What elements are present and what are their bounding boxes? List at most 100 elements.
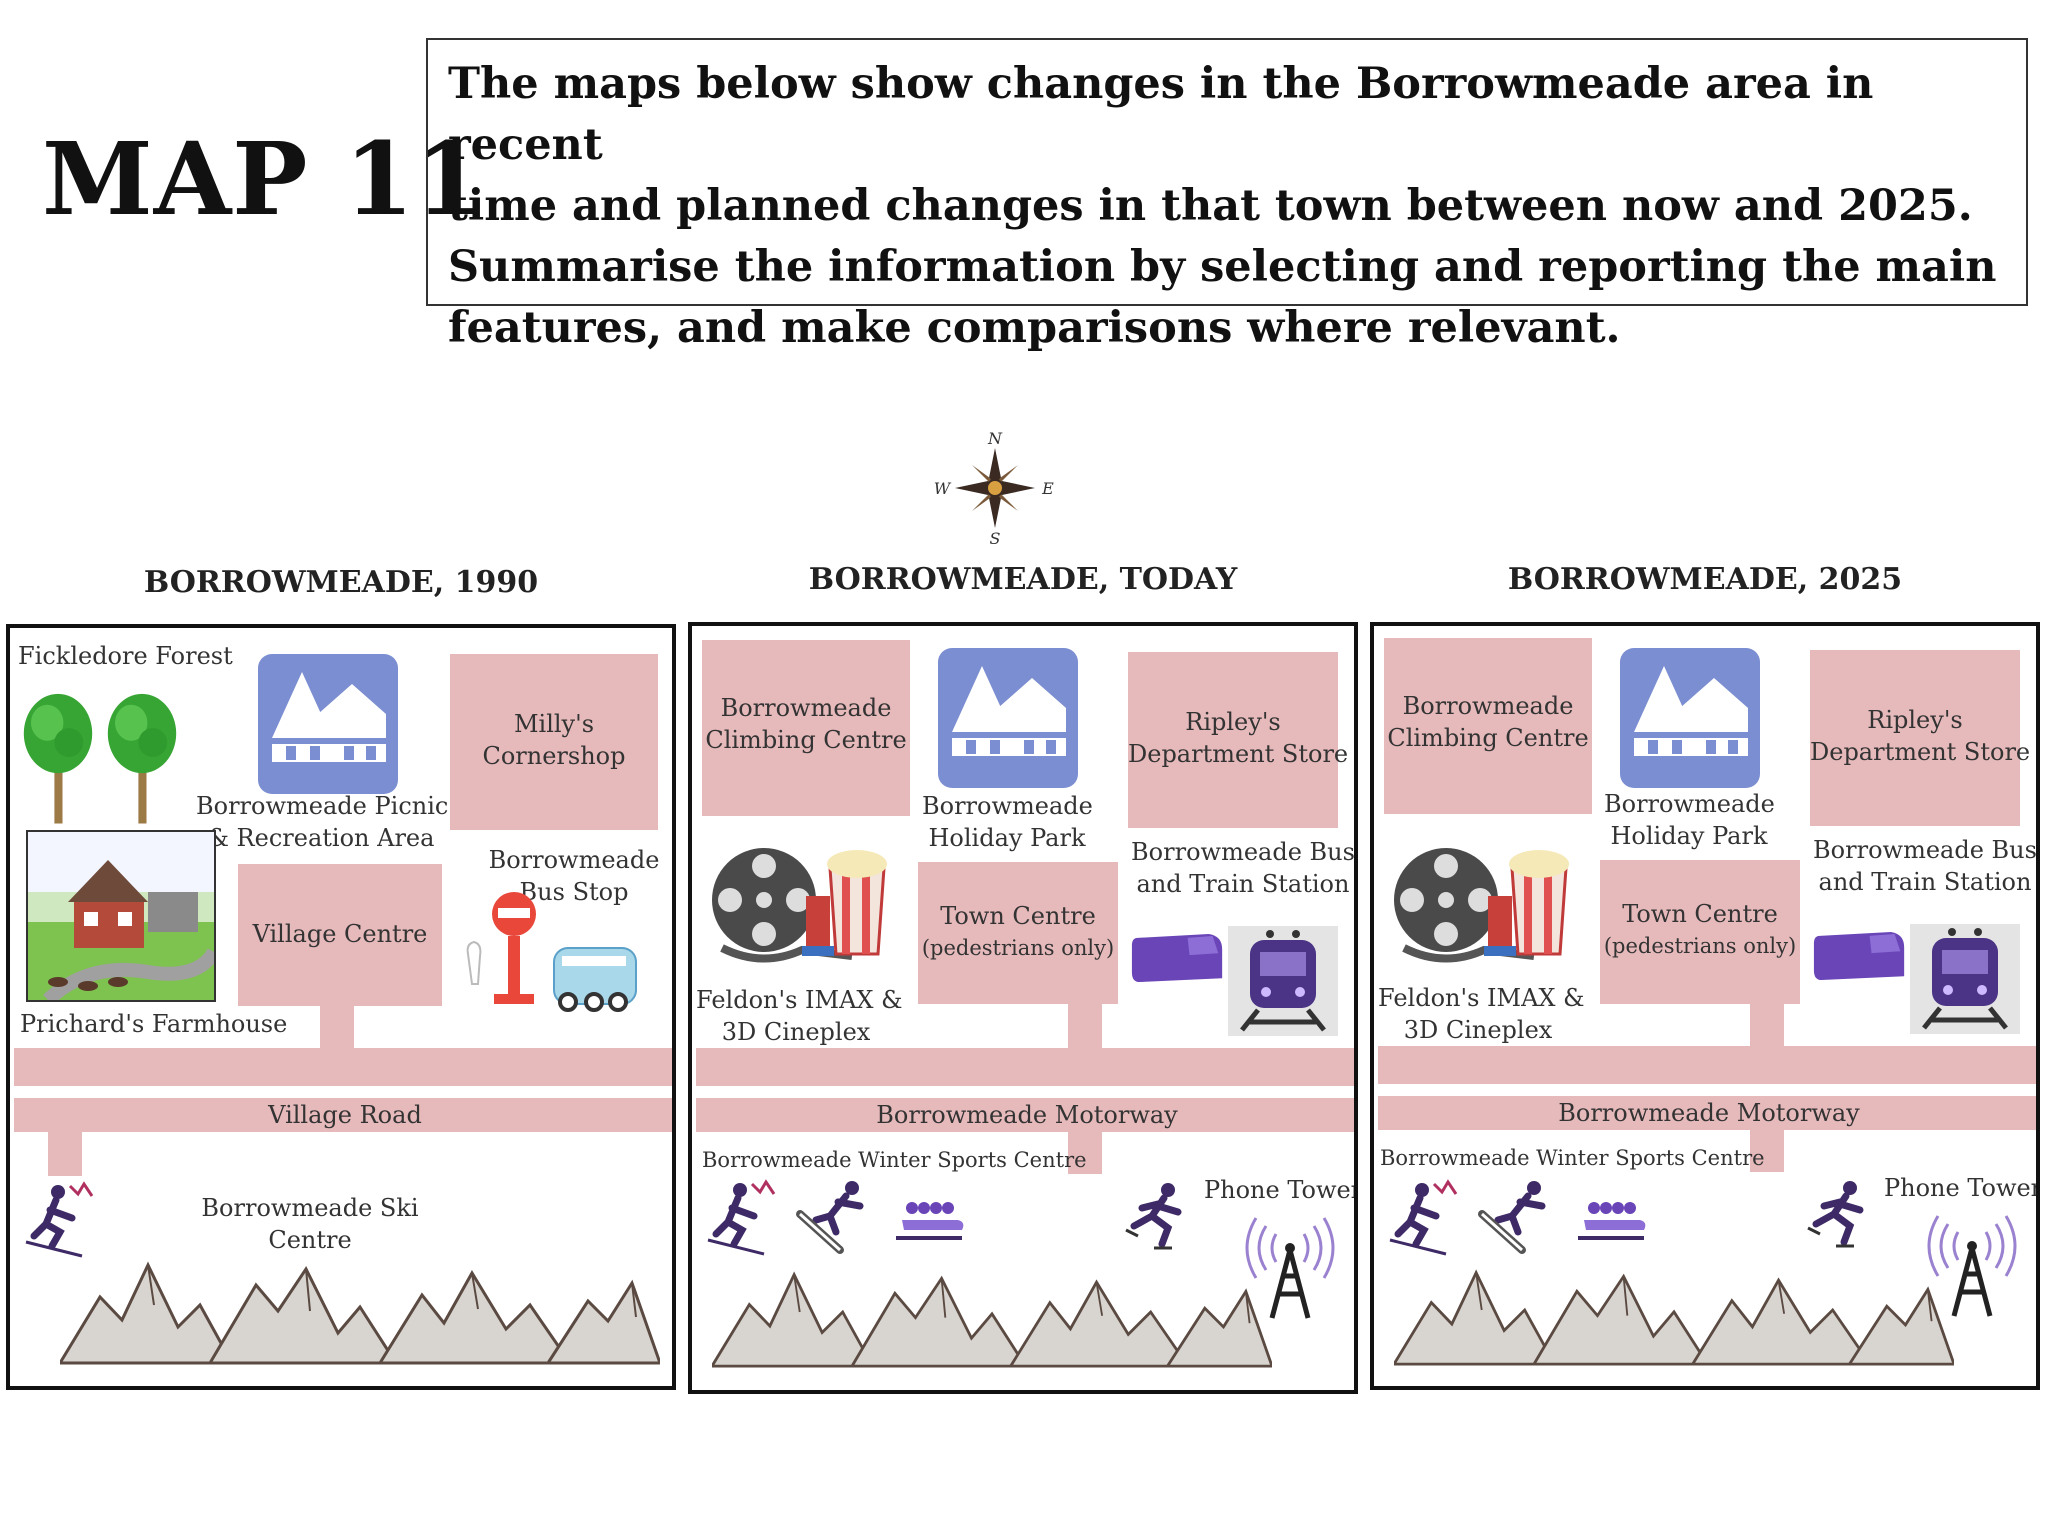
department-store-building: Ripley's Department Store [1128,652,1349,828]
bus-stop-label-line: Bus Stop [519,878,629,906]
motorway: Borrowmeade Motorway [696,1098,1354,1132]
film-reel-icon [702,838,902,968]
forest-label: Fickledore Forest [18,642,233,670]
holiday-label-line: Holiday Park [928,824,1086,852]
holiday-label-line: Borrowmeade [1604,790,1775,818]
cinema-label-line: Feldon's IMAX & [696,986,903,1014]
holiday-label-line: Borrowmeade [922,792,1093,820]
compass-e: E [1041,479,1054,498]
tree-icon [22,688,94,824]
tree-icon [106,688,178,824]
motorway-upper-lane [1378,1046,2036,1084]
store-label-line: Ripley's [1867,706,1963,734]
mountains-icon [712,1250,1272,1374]
village-centre-link [320,1006,354,1050]
train-icon [1228,926,1338,1036]
pedestrians-only-label: (pedestrians only) [1603,934,1797,958]
town-centre-label: Town Centre [1622,900,1778,928]
skier-icon [702,1178,786,1258]
picnic-label-line: Borrowmeade Picnic [196,792,449,820]
village-road: Village Road [14,1098,672,1132]
climbing-centre-label: Borrowmeade Climbing Centre [702,692,910,756]
station-label-line: Borrowmeade Bus [1813,836,2037,864]
winter-sports-link [1750,1128,1784,1172]
motorway-label: Borrowmeade Motorway [1558,1099,1860,1127]
skier-icon [1384,1178,1468,1258]
ski-centre-label-line: Centre [268,1226,352,1254]
compass: N S E W [920,428,1070,548]
bus-stop-label-line: Borrowmeade [488,846,660,874]
holiday-park-label: Borrowmeade Holiday Park [1604,788,1775,852]
department-store-label: Ripley's Department Store [1810,704,2031,768]
snowboarder-icon [792,1176,876,1256]
cinema-label: Feldon's IMAX & 3D Cineplex [696,984,903,1048]
ski-centre-label-line: Borrowmeade Ski [201,1194,419,1222]
cornershop-building: Milly's Cornershop [450,654,658,830]
cinema-label: Feldon's IMAX & 3D Cineplex [1378,982,1585,1046]
map-today-heading: BORROWMEADE, TODAY [808,562,1238,597]
phone-tower-label: Phone Tower [1884,1174,2040,1202]
map-1990-panel: Village Road Fickledore Forest Borrowmea… [6,624,676,1390]
climbing-label-line: Climbing Centre [705,726,907,754]
village-road-label: Village Road [268,1101,422,1129]
store-label-line: Department Store [1128,740,1349,768]
store-label-line: Ripley's [1185,708,1281,736]
motorway: Borrowmeade Motorway [1378,1096,2036,1130]
climbing-label-line: Borrowmeade [1402,692,1574,720]
village-centre-building: Village Centre [238,864,442,1006]
picnic-label-line: & Recreation Area [207,824,435,852]
town-centre-building: Town Centre (pedestrians only) [918,862,1118,1004]
farmhouse-label: Prichard's Farmhouse [20,1010,288,1038]
mountains-icon [1394,1248,1954,1372]
farmhouse-icon [28,832,214,1000]
task-prompt-box: The maps below show changes in the Borro… [426,38,2028,353]
store-label-line: Department Store [1810,738,2031,766]
train-icon [1910,924,2020,1034]
climbing-centre-building: Borrowmeade Climbing Centre [1384,638,1592,814]
holiday-label-line: Holiday Park [1610,822,1768,850]
picnic-area-label: Borrowmeade Picnic & Recreation Area [196,790,449,854]
bobsled-icon [886,1178,970,1258]
motorway-upper-lane [696,1048,1354,1086]
bus-stop-icon [466,892,637,1012]
map-title: MAP 11 [42,120,486,238]
village-road-upper-lane [14,1048,672,1086]
climbing-centre-building: Borrowmeade Climbing Centre [702,640,910,816]
cinema-label-line: 3D Cineplex [721,1018,871,1046]
holiday-park-label: Borrowmeade Holiday Park [922,790,1093,854]
station-label: Borrowmeade Bus and Train Station [1128,836,1355,900]
department-store-label: Ripley's Department Store [1128,706,1349,770]
map-1990-heading: BORROWMEADE, 1990 [143,565,539,600]
department-store-building: Ripley's Department Store [1810,650,2031,826]
winter-sports-label: Borrowmeade Winter Sports Centre [1380,1146,1765,1170]
cornershop-label: Milly's Cornershop [450,708,658,772]
bobsled-icon [1568,1178,1652,1258]
station-label: Borrowmeade Bus and Train Station [1810,834,2037,898]
task-line: features, and make comparisons where rel… [448,303,1621,353]
compass-w: W [934,479,952,498]
town-centre-link [1068,1004,1102,1050]
climbing-label-line: Borrowmeade [720,694,892,722]
climbing-label-line: Climbing Centre [1387,724,1589,752]
map-2025-panel: Borrowmeade Motorway Borrowmeade Climbin… [1370,622,2040,1390]
task-line: The maps below show changes in the Borro… [448,59,1874,170]
holiday-house-icon [258,654,398,794]
farmhouse-picture [26,830,216,1002]
ski-centre-label: Borrowmeade Ski Centre [190,1192,430,1256]
ice-skater-icon [1116,1178,1200,1258]
ski-centre-link [48,1130,82,1176]
compass-icon: N S E W [934,429,1054,548]
film-reel-icon [1384,838,1584,968]
compass-s: S [990,529,1001,548]
phone-tower-label: Phone Tower [1204,1176,1358,1204]
motorway-label: Borrowmeade Motorway [876,1101,1178,1129]
holiday-house-icon [1620,648,1760,788]
mountains-icon [60,1240,660,1370]
station-label-line: and Train Station [1818,868,2032,896]
station-label-line: Borrowmeade Bus [1131,838,1355,866]
bus-stop-label: Borrowmeade Bus Stop [484,844,664,908]
cornershop-label-line: Cornershop [482,742,626,770]
winter-sports-label: Borrowmeade Winter Sports Centre [702,1148,1087,1172]
town-centre-link [1750,1004,1784,1048]
snowboarder-icon [1474,1176,1558,1256]
